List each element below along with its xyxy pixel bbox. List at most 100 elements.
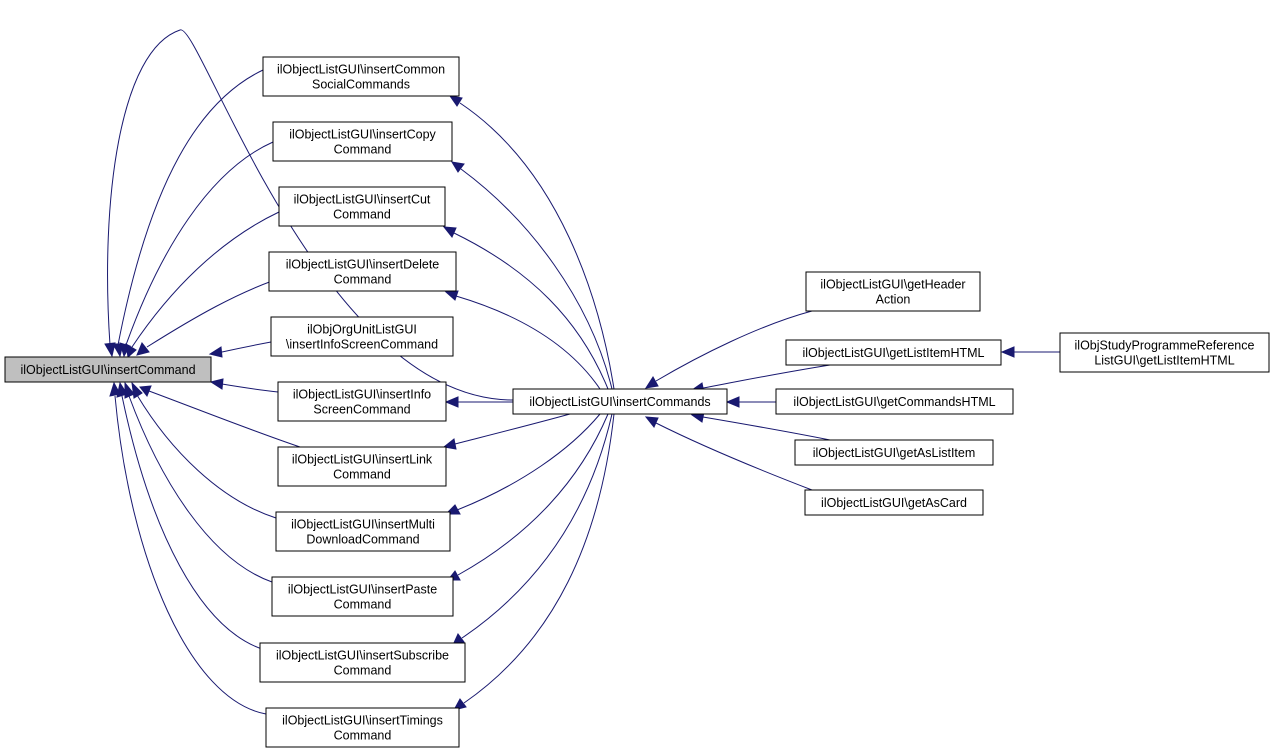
edge-commands-to-subscribe <box>452 413 613 646</box>
node-label-line: \insertInfoScreenCommand <box>286 338 438 352</box>
edge-link-to-root <box>139 385 301 448</box>
node-label-line: ScreenCommand <box>313 403 410 417</box>
node-box[interactable] <box>785 339 1002 366</box>
arrowhead-icon <box>448 95 463 107</box>
node-box[interactable] <box>4 356 212 383</box>
edge-commands-to-cut <box>442 226 609 390</box>
edge-study-to-listitem <box>1000 346 1061 358</box>
node-multi[interactable]: ilObjectListGUI\insertMultiDownloadComma… <box>275 511 451 552</box>
node-label-line: Action <box>876 293 911 307</box>
node-box[interactable] <box>512 388 728 415</box>
node-box[interactable] <box>278 186 446 227</box>
node-box[interactable] <box>805 271 981 312</box>
node-label-line: ListGUI\getListItemHTML <box>1094 354 1234 368</box>
edge-line <box>463 413 615 704</box>
edge-line <box>702 416 831 441</box>
node-aslist[interactable]: ilObjectListGUI\getAsListItem <box>794 439 994 466</box>
node-study[interactable]: ilObjStudyProgrammeReferenceListGUI\getL… <box>1059 332 1270 373</box>
arrowhead-icon <box>208 346 223 358</box>
edge-line <box>655 310 813 382</box>
node-label-line: Command <box>334 729 392 743</box>
node-label-line: Command <box>333 468 391 482</box>
edge-line <box>460 168 613 390</box>
arrowhead-icon <box>1000 346 1015 358</box>
arrowhead-icon <box>451 161 465 173</box>
node-box[interactable] <box>262 56 460 97</box>
node-cmdhtml[interactable]: ilObjectListGUI\getCommandsHTML <box>775 388 1014 415</box>
node-box[interactable] <box>265 707 460 748</box>
edge-orgunit-to-root <box>208 341 272 358</box>
node-label-line: ilObjectListGUI\insertInfo <box>293 388 431 402</box>
arrowhead-icon <box>109 381 121 397</box>
edge-header-to-commands <box>644 310 813 389</box>
node-listitem[interactable]: ilObjectListGUI\getListItemHTML <box>785 339 1002 366</box>
edge-line <box>702 364 831 389</box>
edge-line <box>453 232 609 390</box>
arrowhead-icon <box>112 343 124 358</box>
node-box[interactable] <box>270 316 454 357</box>
edge-ascard-to-commands <box>644 416 813 491</box>
node-label-line: ilObjectListGUI\getListItemHTML <box>803 346 985 360</box>
node-label-line: SocialCommands <box>312 78 410 92</box>
node-label-line: Command <box>333 208 391 222</box>
node-label-line: ilObjectListGUI\getAsListItem <box>813 446 976 460</box>
node-social[interactable]: ilObjectListGUI\insertCommonSocialComman… <box>262 56 460 97</box>
nodes-layer: ilObjectListGUI\insertCommand ilObjectLis… <box>4 56 1270 748</box>
edge-line <box>114 395 267 715</box>
node-label-line: ilObjOrgUnitListGUI <box>307 323 417 337</box>
node-box[interactable] <box>268 251 457 292</box>
arrowhead-icon <box>453 698 467 711</box>
node-label-line: ilObjectListGUI\insertLink <box>292 453 433 467</box>
node-box[interactable] <box>272 121 453 162</box>
node-label-line: ilObjectListGUI\insertMulti <box>291 518 435 532</box>
edge-line <box>117 69 264 346</box>
edge-line <box>456 413 601 511</box>
edge-copy-to-root <box>119 141 274 358</box>
node-label-line: ilObjectListGUI\insertCut <box>294 193 431 207</box>
edge-commands-to-copy <box>451 161 613 390</box>
edge-commands-to-social <box>448 95 615 390</box>
node-box[interactable] <box>804 489 984 516</box>
arrowhead-icon <box>644 416 659 428</box>
node-label-line: ilObjectListGUI\insertCopy <box>289 128 436 142</box>
node-info[interactable]: ilObjectListGUI\insertInfoScreenCommand <box>277 381 447 422</box>
node-box[interactable] <box>794 439 994 466</box>
edge-line <box>655 422 813 491</box>
node-ascard[interactable]: ilObjectListGUI\getAsCard <box>804 489 984 516</box>
edge-commands-to-multi <box>444 413 601 515</box>
node-box[interactable] <box>277 446 447 487</box>
edge-line <box>148 390 301 448</box>
node-label-line: Command <box>334 598 392 612</box>
node-root[interactable]: ilObjectListGUI\insertCommand <box>4 356 212 383</box>
node-box[interactable] <box>275 511 451 552</box>
node-label-line: Command <box>334 273 392 287</box>
node-label-line: ilObjectListGUI\insertCommand <box>20 363 195 377</box>
node-label-line: DownloadCommand <box>306 533 419 547</box>
node-label-line: Command <box>334 664 392 678</box>
node-box[interactable] <box>277 381 447 422</box>
edge-timings-to-root <box>109 381 267 715</box>
edge-line <box>461 413 613 639</box>
edge-multi-to-root <box>131 381 277 519</box>
arrowhead-icon <box>442 226 457 238</box>
edge-line <box>457 413 609 576</box>
node-box[interactable] <box>775 388 1014 415</box>
arrowhead-icon <box>444 396 459 408</box>
node-box[interactable] <box>1059 332 1270 373</box>
node-orgunit[interactable]: ilObjOrgUnitListGUI\insertInfoScreenComm… <box>270 316 454 357</box>
edge-commands-to-info <box>444 396 513 408</box>
edge-line <box>221 383 279 393</box>
edge-line <box>131 211 280 348</box>
node-commands[interactable]: ilObjectListGUI\insertCommands <box>512 388 728 415</box>
node-box[interactable] <box>259 642 466 683</box>
node-box[interactable] <box>271 576 454 617</box>
node-label-line: ilObjectListGUI\insertCommands <box>529 395 710 409</box>
